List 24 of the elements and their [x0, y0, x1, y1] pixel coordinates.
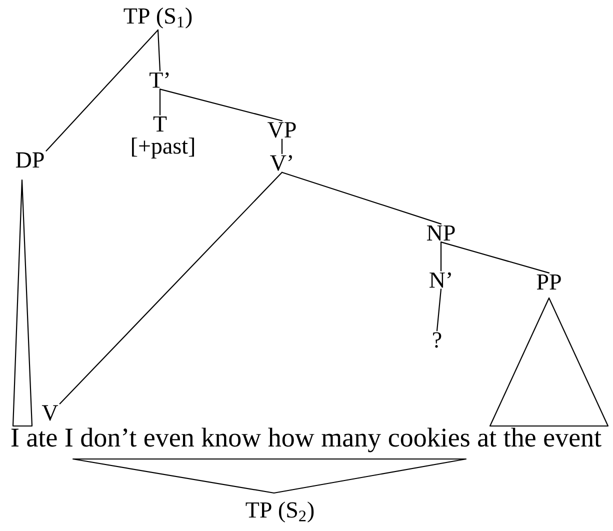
tree-label: VP — [268, 122, 296, 138]
tree-label: T — [153, 116, 167, 132]
tree-branch — [281, 138, 283, 154]
tree-branch — [159, 88, 283, 122]
tree-branch — [59, 172, 283, 404]
tree-label: PP — [536, 274, 561, 290]
tree-label: NP — [426, 225, 455, 241]
tree-label: TP (S$_{1}$) — [124, 8, 192, 28]
tree-label: ? — [433, 332, 442, 348]
tree-label: N’ — [430, 272, 451, 288]
tree-branch — [440, 242, 550, 274]
tree-branch — [46, 29, 159, 152]
tree-label: DP — [16, 152, 44, 168]
tree-label: I ate I don’t even know how many cookies at the event — [11, 428, 602, 452]
tree-branch — [436, 288, 442, 332]
tree-branch — [157, 29, 161, 72]
tree-branch — [281, 172, 442, 224]
tree-branch — [159, 88, 161, 116]
tree-label: V — [42, 405, 58, 421]
tree-label: TP (S$_{2}$) — [246, 502, 314, 522]
tree-label: V’ — [270, 155, 292, 171]
tree-branch — [440, 242, 442, 272]
tree-label: T’ — [150, 72, 169, 88]
feature-label: [+past] — [132, 138, 194, 158]
